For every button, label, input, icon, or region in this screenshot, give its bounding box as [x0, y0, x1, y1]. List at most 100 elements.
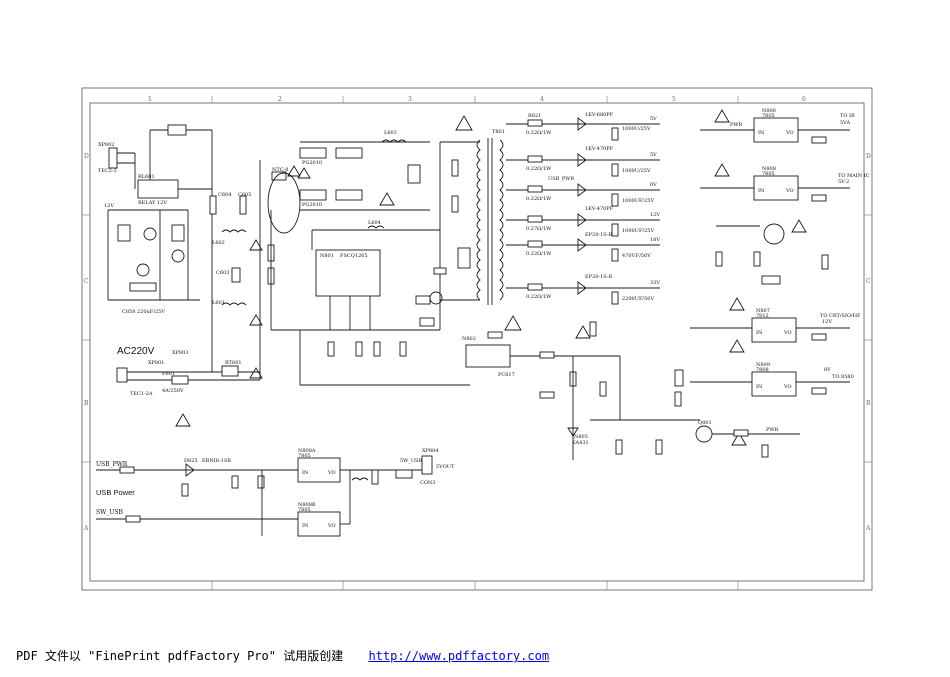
pwr-right-label: PWR: [766, 427, 779, 433]
feedback-section: N802 PC817 N805 KA431 Q801 PWR: [462, 321, 800, 460]
d804-zener: [761, 275, 781, 285]
d825-label: D825: [184, 458, 198, 464]
warning-icon: [249, 239, 263, 251]
l601-label: L601: [212, 300, 225, 306]
output-3-rail: 6V: [650, 182, 657, 188]
isolation-oval: [267, 172, 301, 234]
usb-pwr-label: USB_PWR: [96, 461, 128, 468]
n808b-value: 7805: [298, 507, 311, 513]
n809-label: N809: [756, 362, 770, 368]
n808a-vo: VO: [327, 470, 336, 476]
v12-left: 12V: [104, 203, 114, 209]
drawing-frame: [81, 87, 873, 591]
d802-label: PG2010: [302, 202, 322, 208]
q801-transistor: [695, 425, 713, 443]
r819-resistor: [674, 391, 682, 407]
c840-cap: [811, 136, 827, 144]
warning-icon: [731, 432, 747, 446]
n806-label: N806: [762, 108, 776, 114]
output-5-cap: 470UF/50V: [622, 253, 651, 259]
warning-icon: [729, 297, 745, 311]
sw-usb-label: SW_USB: [96, 509, 123, 516]
to-8580-label: TO 8580: [832, 374, 854, 380]
r825-value: 0.22Ω/1W: [526, 294, 552, 300]
r838-resistor: [539, 391, 555, 399]
n808a-label: N808A: [298, 448, 316, 454]
n807-label: N807: [756, 308, 770, 314]
n808-value: 7805: [762, 171, 775, 177]
r823-value: 0.22Ω/1W: [526, 196, 552, 202]
emi-filter-section: C604 C605 L602 L601 C603 NTC-8 PG2010 PG…: [209, 130, 440, 380]
r821-resistor: [527, 119, 543, 127]
footer-link[interactable]: http://www.pdffactory.com: [368, 649, 550, 663]
n808-vo: VO: [785, 188, 794, 194]
q805-transistor: [136, 263, 150, 277]
n808b-regulator: [297, 511, 341, 537]
warning-icon: [791, 219, 807, 233]
rt602-resistor: [167, 124, 187, 136]
n802-value: PC817: [498, 372, 515, 378]
d824-diode: [577, 238, 587, 252]
relay-label: RL601: [138, 174, 155, 180]
warning-icon: [575, 325, 591, 339]
d803-diode: [335, 147, 363, 159]
r822-resistor: [527, 155, 543, 163]
r821-value: 0.22Ω/1W: [526, 130, 552, 136]
l602-coil: [221, 229, 247, 233]
c851-cap: [811, 333, 827, 341]
r830-resistor: [753, 251, 761, 267]
output-2-rail: 5V: [650, 152, 657, 158]
r826-resistor: [527, 240, 543, 248]
n808b-label: N808B: [298, 502, 316, 508]
r822-value: 0.22Ω/1W: [526, 166, 552, 172]
r844-resistor: [117, 224, 131, 242]
xp804-net: 5VOUT: [436, 464, 455, 470]
r807-resistor: [457, 247, 471, 269]
r840-resistor: [589, 321, 597, 337]
n808a-value: 7805: [298, 453, 311, 459]
pdf-footer: PDF 文件以 "FinePrint pdfFactory Pro" 试用版创建…: [16, 647, 936, 665]
n808b-in: IN: [302, 523, 309, 529]
usb-power-title: USB Power: [96, 488, 135, 497]
r828-resistor: [715, 251, 723, 267]
v5v2-label: 5V-2: [838, 179, 849, 185]
row-label-d-right: D: [866, 153, 871, 160]
c853-cap: [181, 483, 189, 497]
row-label-d-left: D: [84, 153, 89, 160]
n807-in: IN: [756, 330, 763, 336]
q806-transistor: [429, 291, 443, 305]
d822-diode: [577, 183, 587, 197]
row-markers: D C B A D C B A: [82, 153, 872, 532]
regulator-section: N806 7805 IN VO TO IR 5VA PWR N808 7805 …: [690, 108, 870, 397]
q801-label: Q801: [698, 420, 712, 426]
c824-cap: [611, 127, 619, 141]
c855b-cap: [257, 475, 265, 489]
n808-regulator: [753, 175, 799, 201]
xp804-label: XP804: [422, 448, 438, 454]
output-1-rail: 5V: [650, 116, 657, 122]
t801-label: T801: [492, 129, 505, 135]
warning-icon: [249, 367, 263, 379]
n802-label: N802: [462, 336, 476, 342]
n802-optocoupler: [465, 344, 511, 368]
warning-icon: [379, 192, 395, 206]
d804-diode: [335, 189, 363, 201]
n807-vo: VO: [783, 330, 792, 336]
vz804-zener: [674, 369, 684, 387]
l601-coil: [221, 302, 247, 306]
col-label-2: 2: [278, 96, 282, 103]
v8-label: 8V: [824, 367, 831, 373]
d825b-diode: [577, 281, 587, 295]
n806-value: 7805: [762, 113, 775, 119]
warning-icon: [714, 163, 730, 177]
tec2a-label: TEC1-2A: [130, 391, 153, 397]
n809-regulator: [751, 371, 797, 397]
warning-icon: [287, 165, 301, 177]
warning-icon: [504, 315, 522, 331]
xp801-label: XP801: [148, 360, 164, 366]
row-label-c-left: C: [84, 278, 89, 285]
n808a-in: IN: [302, 470, 309, 476]
ntc-label: NTC-8: [272, 167, 288, 173]
row-label-a-left: A: [83, 525, 89, 532]
n806-vo: VO: [785, 130, 794, 136]
